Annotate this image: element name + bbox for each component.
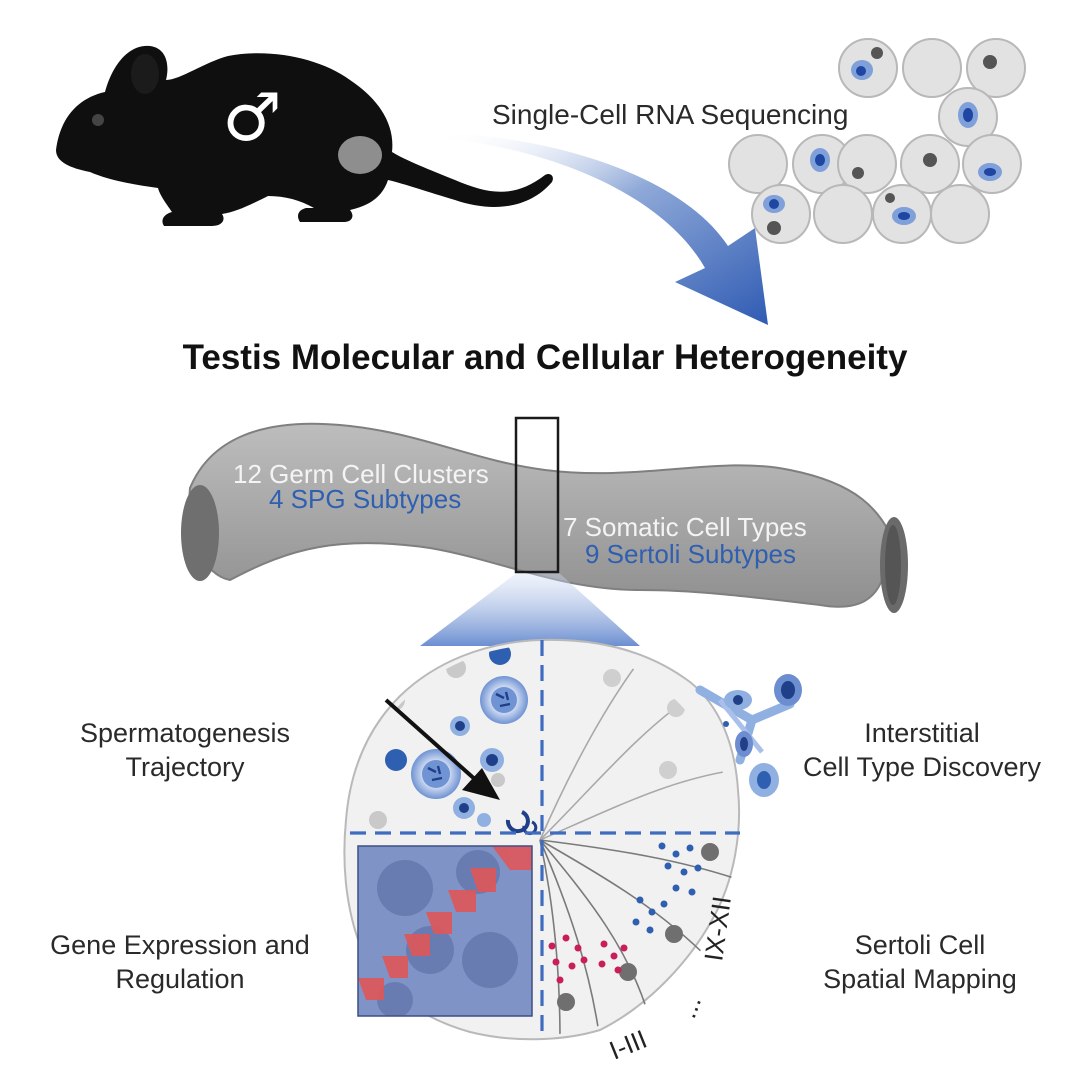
germ-clusters-label: 12 Germ Cell Clusters [233, 459, 489, 489]
spg-subtypes-label: 4 SPG Subtypes [269, 484, 462, 514]
sertoli-subtypes-label: 9 Sertoli Subtypes [585, 539, 797, 569]
male-symbol-icon: ♂ [222, 79, 281, 156]
quadrant-label-bottom-right: Sertoli Cell Spatial Mapping [790, 928, 1050, 996]
single-cell-cluster [728, 38, 1026, 244]
quadrant-label-line: Gene Expression and [50, 930, 310, 960]
quadrant-label-line: Interstitial [864, 718, 980, 748]
stage-label-mid: ... [671, 991, 707, 1022]
page-title: Testis Molecular and Cellular Heterogene… [182, 338, 908, 377]
somatic-types-label: 7 Somatic Cell Types [563, 512, 807, 542]
flow-arrow [440, 132, 768, 325]
seminiferous-tubule [181, 422, 908, 613]
quadrant-label-line: Cell Type Discovery [802, 752, 1042, 782]
trajectory-arrow-icon [384, 698, 500, 800]
quadrant-label-top-right: Interstitial Cell Type Discovery [772, 716, 1072, 784]
zoom-selection-box [514, 416, 560, 574]
quadrant-label-line: Trajectory [125, 752, 245, 782]
quadrant-label-bottom-left: Gene Expression and Regulation [20, 928, 340, 996]
heatmap-panel [357, 845, 533, 1017]
quadrant-label-line: Sertoli Cell [854, 930, 986, 960]
stage-label-early: I-III [605, 1024, 651, 1066]
tubule-cross-section [343, 638, 741, 1041]
quadrant-label-top-left: Spermatogenesis Trajectory [40, 716, 330, 784]
zoom-beam [420, 572, 640, 646]
mouse-icon [56, 45, 553, 227]
scrna-seq-label: Single-Cell RNA Sequencing [492, 99, 849, 130]
quadrant-label-line: Regulation [115, 964, 245, 994]
testis-highlight [338, 136, 382, 174]
quadrant-label-line: Spatial Mapping [823, 964, 1017, 994]
quadrant-label-line: Spermatogenesis [79, 718, 291, 748]
interstitial-cells-icon [695, 674, 802, 797]
